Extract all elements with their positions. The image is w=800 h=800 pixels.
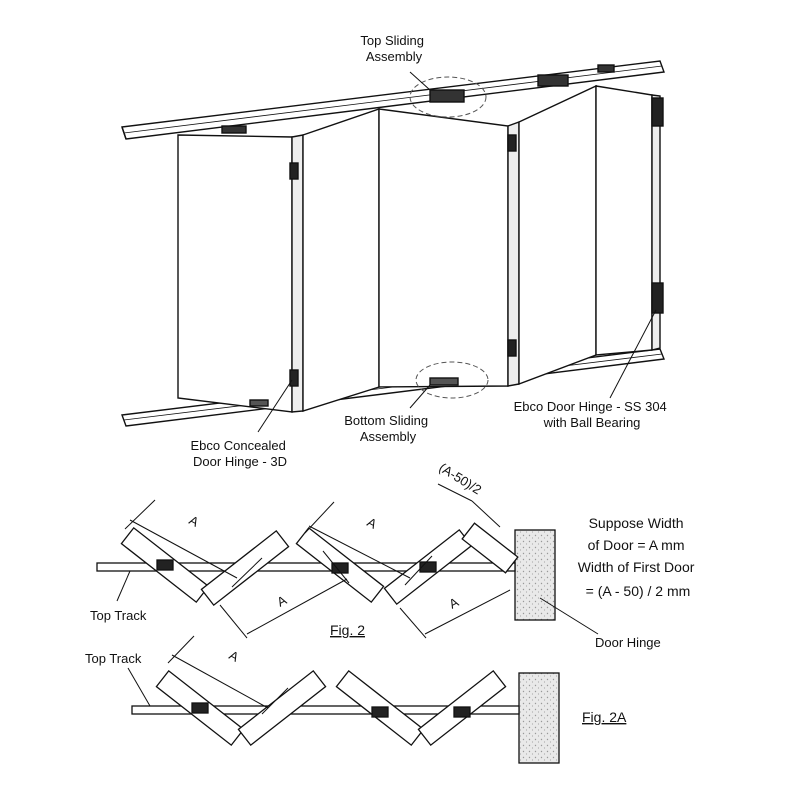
concealed-hinge-bottom [289, 369, 299, 387]
fig2a-hinge-icon [191, 702, 209, 714]
top-carrier-2 [429, 89, 465, 103]
fig2a-wall [518, 672, 560, 764]
fig2a-hinge-icon [453, 706, 471, 718]
bottom-assembly-highlight [415, 361, 489, 399]
fig2-door-panel [200, 529, 290, 607]
fig2-dim-a-3: A [274, 592, 289, 609]
fig2-door-panel [461, 522, 519, 574]
door-panel-4 [518, 84, 597, 386]
ss-hinge-top [651, 97, 664, 127]
fig2-caption: Fig. 2 [330, 622, 365, 638]
top-sliding-label: Top Sliding Assembly [360, 33, 427, 64]
fig2-wall [514, 529, 556, 621]
door-panel-1 [177, 134, 293, 413]
ss-hinge-bottom [651, 282, 664, 314]
fig2a-hinge-icon [371, 706, 389, 718]
fig2a-caption: Fig. 2A [582, 709, 627, 725]
fig2-hinge-icon [156, 559, 174, 571]
fig2-top-track [96, 562, 516, 572]
fig2-door-hinge-label: Door Hinge [595, 635, 661, 650]
isometric-door-view [121, 60, 665, 427]
concealed-hinge-top [289, 162, 299, 180]
fig2a-top-track-label: Top Track [85, 651, 142, 666]
width-note: Suppose Width of Door = A mm Width of Fi… [578, 515, 699, 599]
fig2-dim-first-door: (A-50)/2 [436, 460, 484, 498]
fig2-dim-a-2: A [365, 514, 380, 531]
door-panel-5 [595, 85, 653, 356]
fig2a-dim-a: A [227, 647, 242, 664]
fig2a-top-track [131, 705, 520, 715]
fig2-plan-view [96, 522, 556, 621]
concealed-hinge-label: Ebco Concealed Door Hinge - 3D [190, 438, 289, 469]
fig2-dim-a-1: A [187, 512, 202, 529]
ss-hinge-label: Ebco Door Hinge - SS 304 with Ball Beari… [514, 399, 671, 430]
top-assembly-highlight [409, 76, 487, 118]
hinge-mid-top [507, 134, 517, 152]
bottom-guide-1 [429, 377, 459, 386]
top-carrier-4 [597, 64, 615, 73]
fig2a-plan-view [131, 669, 560, 764]
door-panel-3 [378, 108, 509, 388]
bottom-sliding-label: Bottom Sliding Assembly [344, 413, 431, 444]
hinge-mid-bottom [507, 339, 517, 357]
top-carrier-3 [537, 74, 569, 87]
fig2-hinge-icon [419, 561, 437, 573]
door-panel-2 [302, 108, 380, 412]
top-carrier-1 [221, 125, 247, 134]
fig2-dim-a-4: A [446, 594, 461, 611]
fig2-hinge-icon [331, 562, 349, 574]
fig2-top-track-label: Top Track [90, 608, 147, 623]
bottom-guide-2 [249, 399, 269, 407]
